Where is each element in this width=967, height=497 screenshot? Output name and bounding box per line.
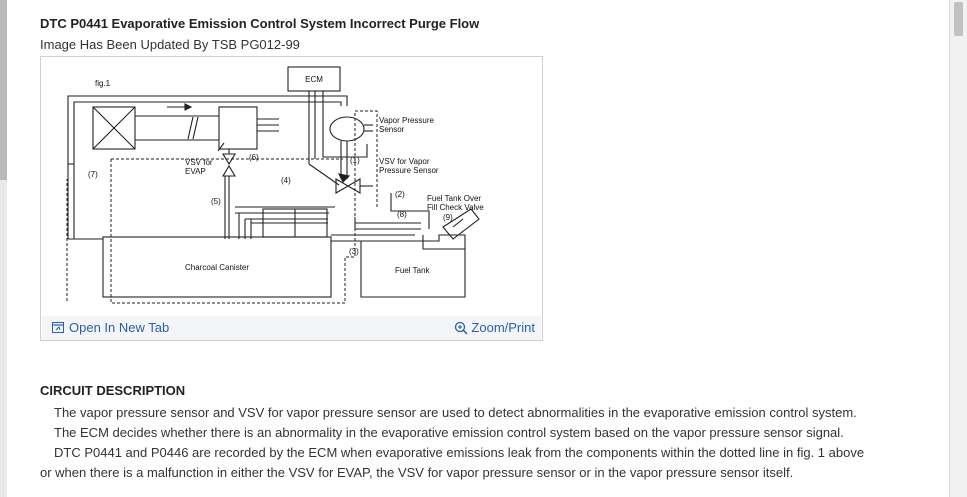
left-scroll-track[interactable] — [0, 0, 7, 497]
page-title: DTC P0441 Evaporative Emission Control S… — [40, 16, 480, 31]
vapor-pressure-sensor — [329, 116, 365, 142]
svg-text:Fill Check Valve: Fill Check Valve — [427, 203, 484, 212]
paragraph-line: DTC P0441 and P0446 are recorded by the … — [54, 445, 865, 460]
dotted-boundary — [110, 110, 378, 304]
svg-text:Sensor: Sensor — [379, 125, 405, 134]
intake-box — [92, 106, 136, 150]
charcoal-canister-label: Charcoal Canister — [185, 263, 249, 272]
paragraph-line: The vapor pressure sensor and VSV for va… — [54, 405, 857, 420]
evap-system-diagram: fig.1 ECM Vapor Pressure Sensor VSV for … — [66, 66, 484, 304]
ecm-box — [287, 66, 341, 92]
zoom-in-icon — [455, 321, 468, 335]
surge-tank-box — [218, 106, 258, 150]
open-in-new-tab-icon — [52, 322, 64, 333]
paragraph-line: The ECM decides whether there is an abno… — [54, 425, 844, 440]
callout-2: (2) — [395, 190, 405, 199]
ecm-label: ECM — [305, 75, 323, 84]
vsv-evap-label: VSV for — [185, 158, 213, 167]
vsv-vapor-valve — [335, 178, 350, 194]
callout-9: (9) — [443, 213, 453, 222]
vsv-vapor-label: VSV for Vapor — [379, 157, 430, 166]
paragraph-line: or when there is a malfunction in either… — [40, 465, 794, 480]
scrollbar-thumb[interactable] — [954, 2, 963, 36]
figure-card: fig.1 ECM Vapor Pressure Sensor VSV for … — [40, 56, 543, 341]
fill-check-valve-label: Fuel Tank Over — [427, 194, 481, 203]
outer-hose-top-inner — [73, 101, 342, 164]
callout-1: (1) — [350, 156, 360, 165]
circuit-description-text: The vapor pressure sensor and VSV for va… — [40, 403, 940, 483]
figure-toolbar: Open In New Tab Zoom/Print — [42, 316, 541, 340]
callout-5: (5) — [211, 197, 221, 206]
fuel-tank — [360, 234, 466, 298]
svg-text:EVAP: EVAP — [185, 167, 206, 176]
open-in-new-tab-link[interactable]: Open In New Tab — [52, 320, 169, 335]
callout-6: (6) — [249, 153, 259, 162]
fuel-tank-label: Fuel Tank — [395, 266, 431, 275]
fig-label: fig.1 — [95, 79, 111, 88]
callout-4: (4) — [281, 176, 291, 185]
callout-8: (8) — [397, 210, 407, 219]
callout-7: (7) — [88, 170, 98, 179]
left-scroll-thumb[interactable] — [0, 0, 7, 180]
callout-3: (3) — [349, 247, 359, 256]
vapor-sensor-label: Vapor Pressure — [379, 116, 435, 125]
fill-check-valve — [442, 208, 480, 240]
charcoal-canister — [102, 236, 332, 298]
open-in-new-tab-label: Open In New Tab — [69, 320, 170, 335]
page-subtitle: Image Has Been Updated By TSB PG012-99 — [40, 37, 300, 52]
circuit-description-heading: CIRCUIT DESCRIPTION — [40, 383, 186, 398]
svg-text:Pressure Sensor: Pressure Sensor — [379, 166, 439, 175]
outer-hose-top — [67, 95, 348, 164]
zoom-print-link[interactable]: Zoom/Print — [454, 320, 535, 335]
page-scrollbar[interactable] — [949, 0, 967, 497]
zoom-print-label: Zoom/Print — [471, 320, 535, 335]
